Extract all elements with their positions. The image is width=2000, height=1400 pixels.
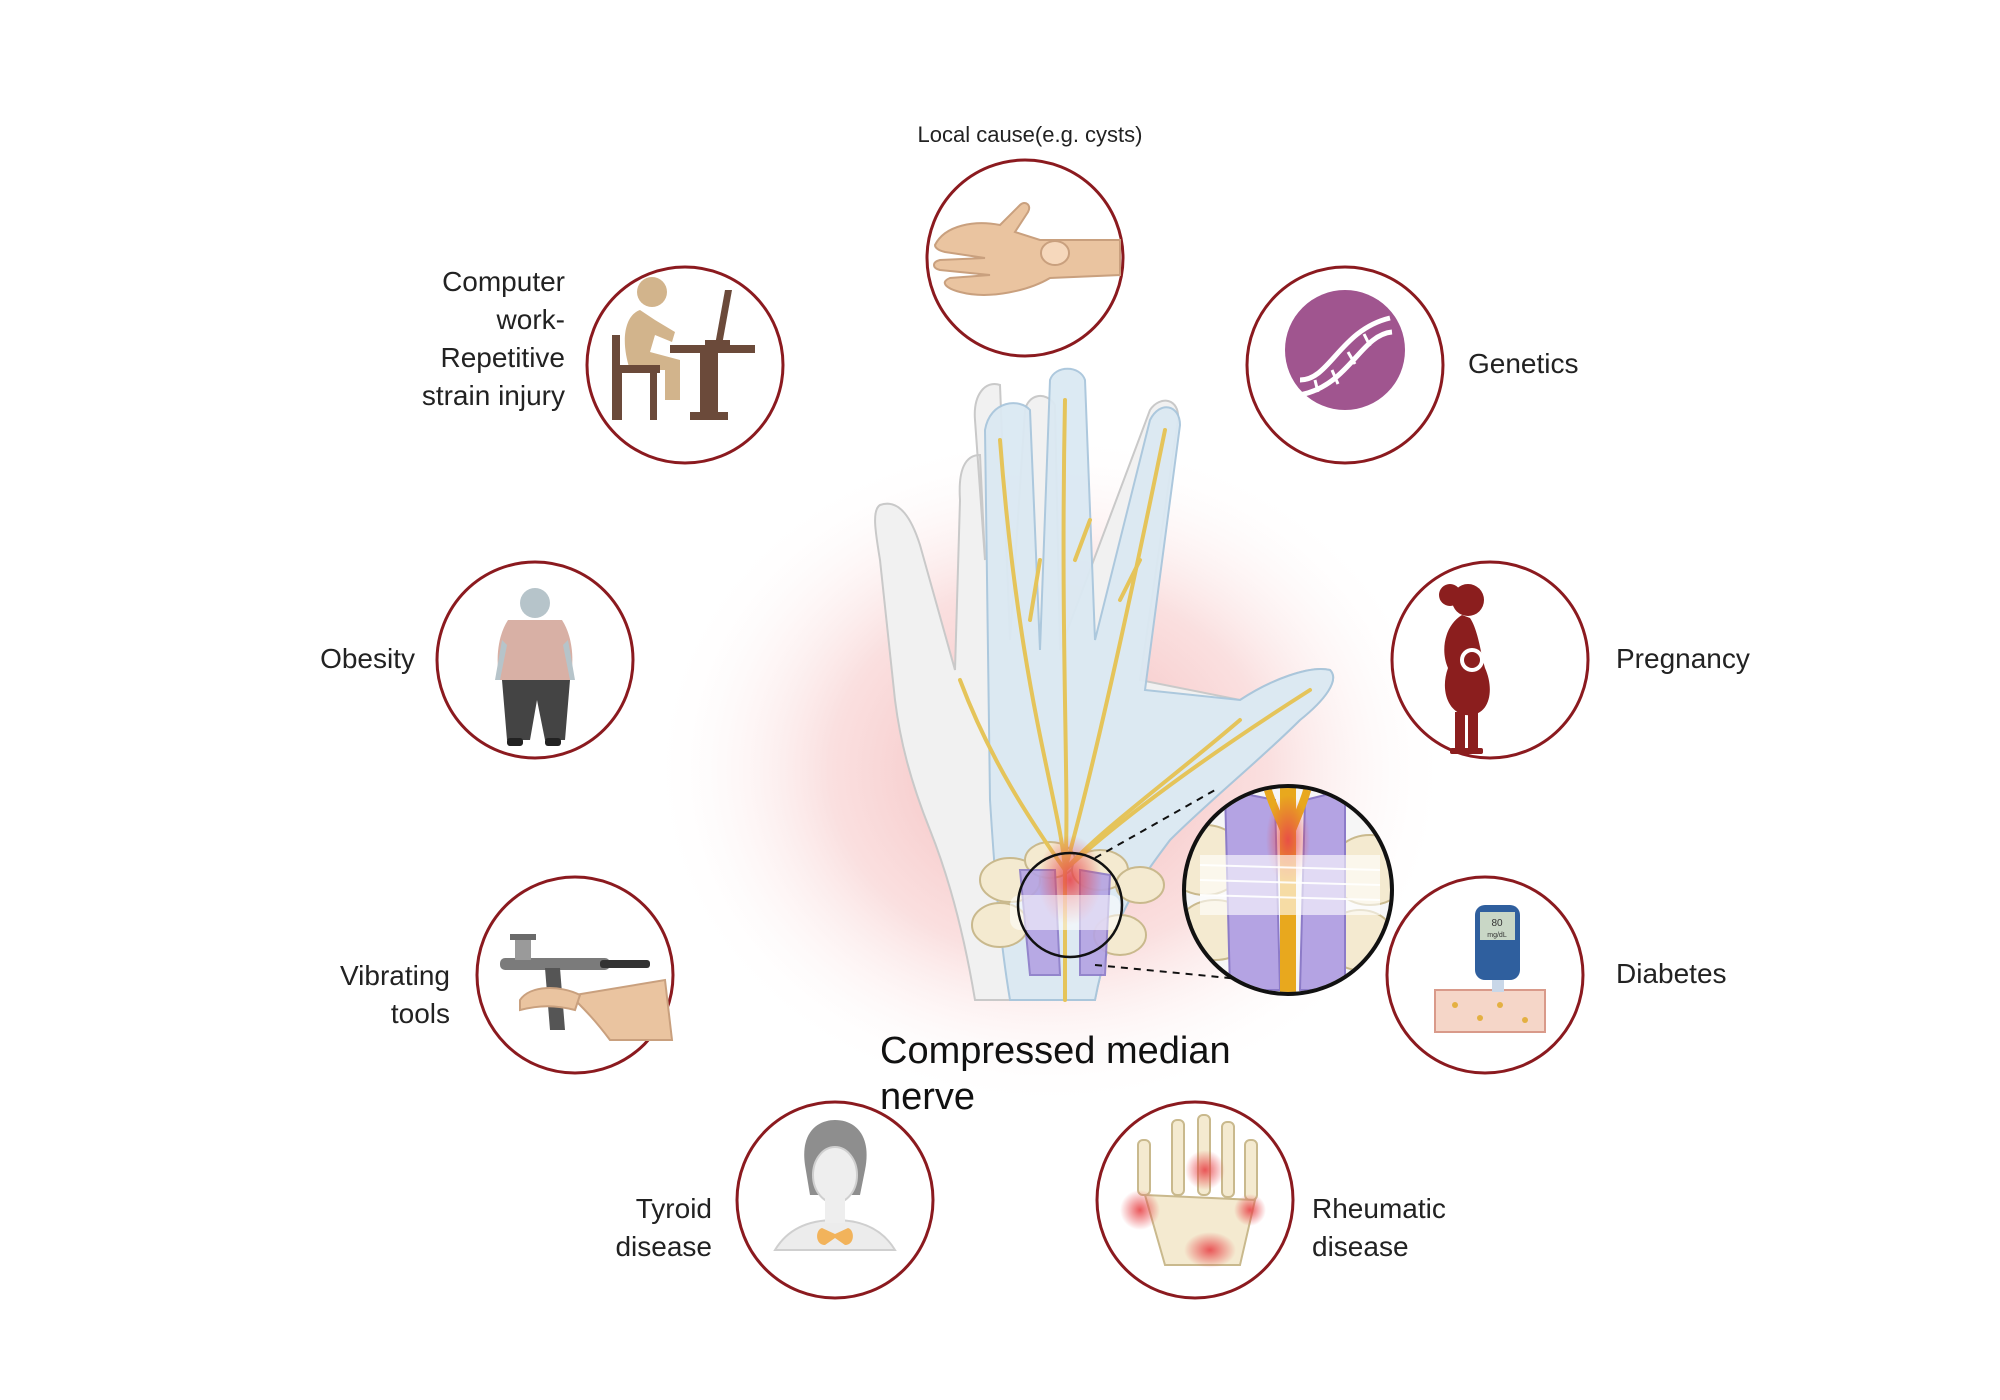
cause-local (925, 158, 1125, 358)
cause-computer-work (585, 265, 785, 465)
glucose-meter-icon: 80 mg/dL (1434, 905, 1546, 1033)
cause-diabetes: 80 mg/dL (1385, 875, 1585, 1075)
cause-obesity (435, 560, 635, 760)
cause-pregnancy (1390, 560, 1590, 760)
label-rheumatic: Rheumatic disease (1312, 1193, 1446, 1262)
label-pregnancy: Pregnancy (1616, 643, 1750, 674)
zoom-line-top (1094, 789, 1216, 859)
transverse-carpal-ligament (1010, 895, 1120, 930)
meter-unit-text: mg/dL (1487, 932, 1507, 939)
cause-rheumatic (1095, 1100, 1295, 1300)
hand-illustration (874, 367, 1335, 1002)
label-obesity: Obesity (320, 643, 415, 674)
hand-cyst-icon (933, 202, 1121, 296)
label-diabetes: Diabetes (1616, 958, 1727, 989)
cause-thyroid (735, 1100, 935, 1300)
wrist-magnifier (1016, 851, 1124, 959)
label-compressed-median-nerve: Compressed median nerve (880, 1030, 1231, 1118)
cause-genetics (1245, 265, 1445, 465)
meter-value-text: 80 (1491, 918, 1503, 929)
zoomed-carpal-tunnel (1182, 784, 1394, 996)
computer-work-icon (612, 277, 755, 420)
label-computer-work: Computer work- Repetitive strain injury (421, 266, 565, 411)
airbrush-tool-icon (500, 934, 674, 1041)
obese-person-icon (495, 588, 575, 746)
cause-vibrating-tools (475, 875, 675, 1075)
label-thyroid: Tyroid disease (615, 1193, 712, 1262)
dna-icon (1285, 290, 1405, 410)
label-vibrating-tools: Vibrating tools (339, 960, 450, 1029)
label-genetics: Genetics (1468, 348, 1579, 379)
thyroid-icon (773, 1120, 897, 1251)
label-local-cause: Local cause(e.g. cysts) (917, 122, 1143, 147)
